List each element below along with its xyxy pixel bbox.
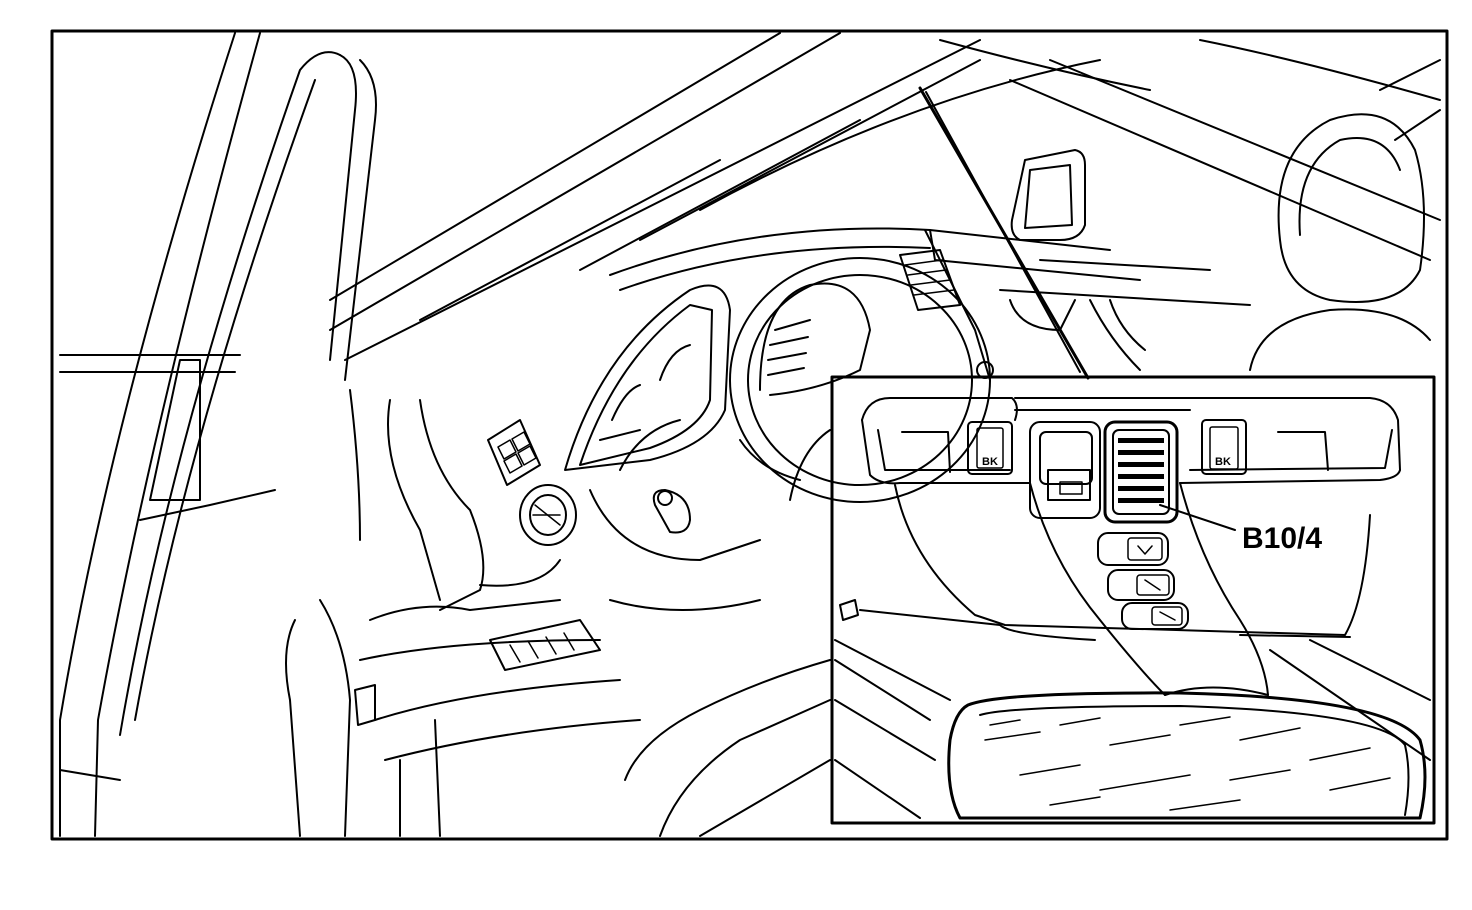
lower-dash	[59, 389, 641, 837]
steering-wheel	[729, 257, 991, 503]
light-switch-panel	[487, 419, 577, 546]
overhead-console: BK BK	[859, 397, 1401, 696]
right-switch-label: BK	[1215, 456, 1231, 468]
windshield	[329, 32, 1441, 361]
center-console	[624, 659, 831, 837]
car-interior-scene	[59, 32, 1441, 837]
diagram-frame	[50, 29, 1449, 841]
instrument-cluster	[564, 284, 731, 471]
dashboard	[609, 227, 1251, 381]
passenger-seat	[1249, 59, 1441, 371]
left-switch-label: BK	[982, 456, 998, 468]
detail-inset: BK BK	[830, 375, 1436, 825]
rear-view-mirror	[947, 691, 1427, 820]
door-frame	[59, 32, 377, 837]
side-mirror	[1010, 149, 1086, 241]
steering-column	[589, 419, 761, 611]
callout-label-b10-4: B10/4	[1242, 522, 1322, 555]
callout-leader-inset	[1159, 504, 1236, 531]
sensor-b10-4	[1103, 420, 1179, 524]
inset-frame	[830, 375, 1436, 825]
pedals	[489, 619, 601, 671]
